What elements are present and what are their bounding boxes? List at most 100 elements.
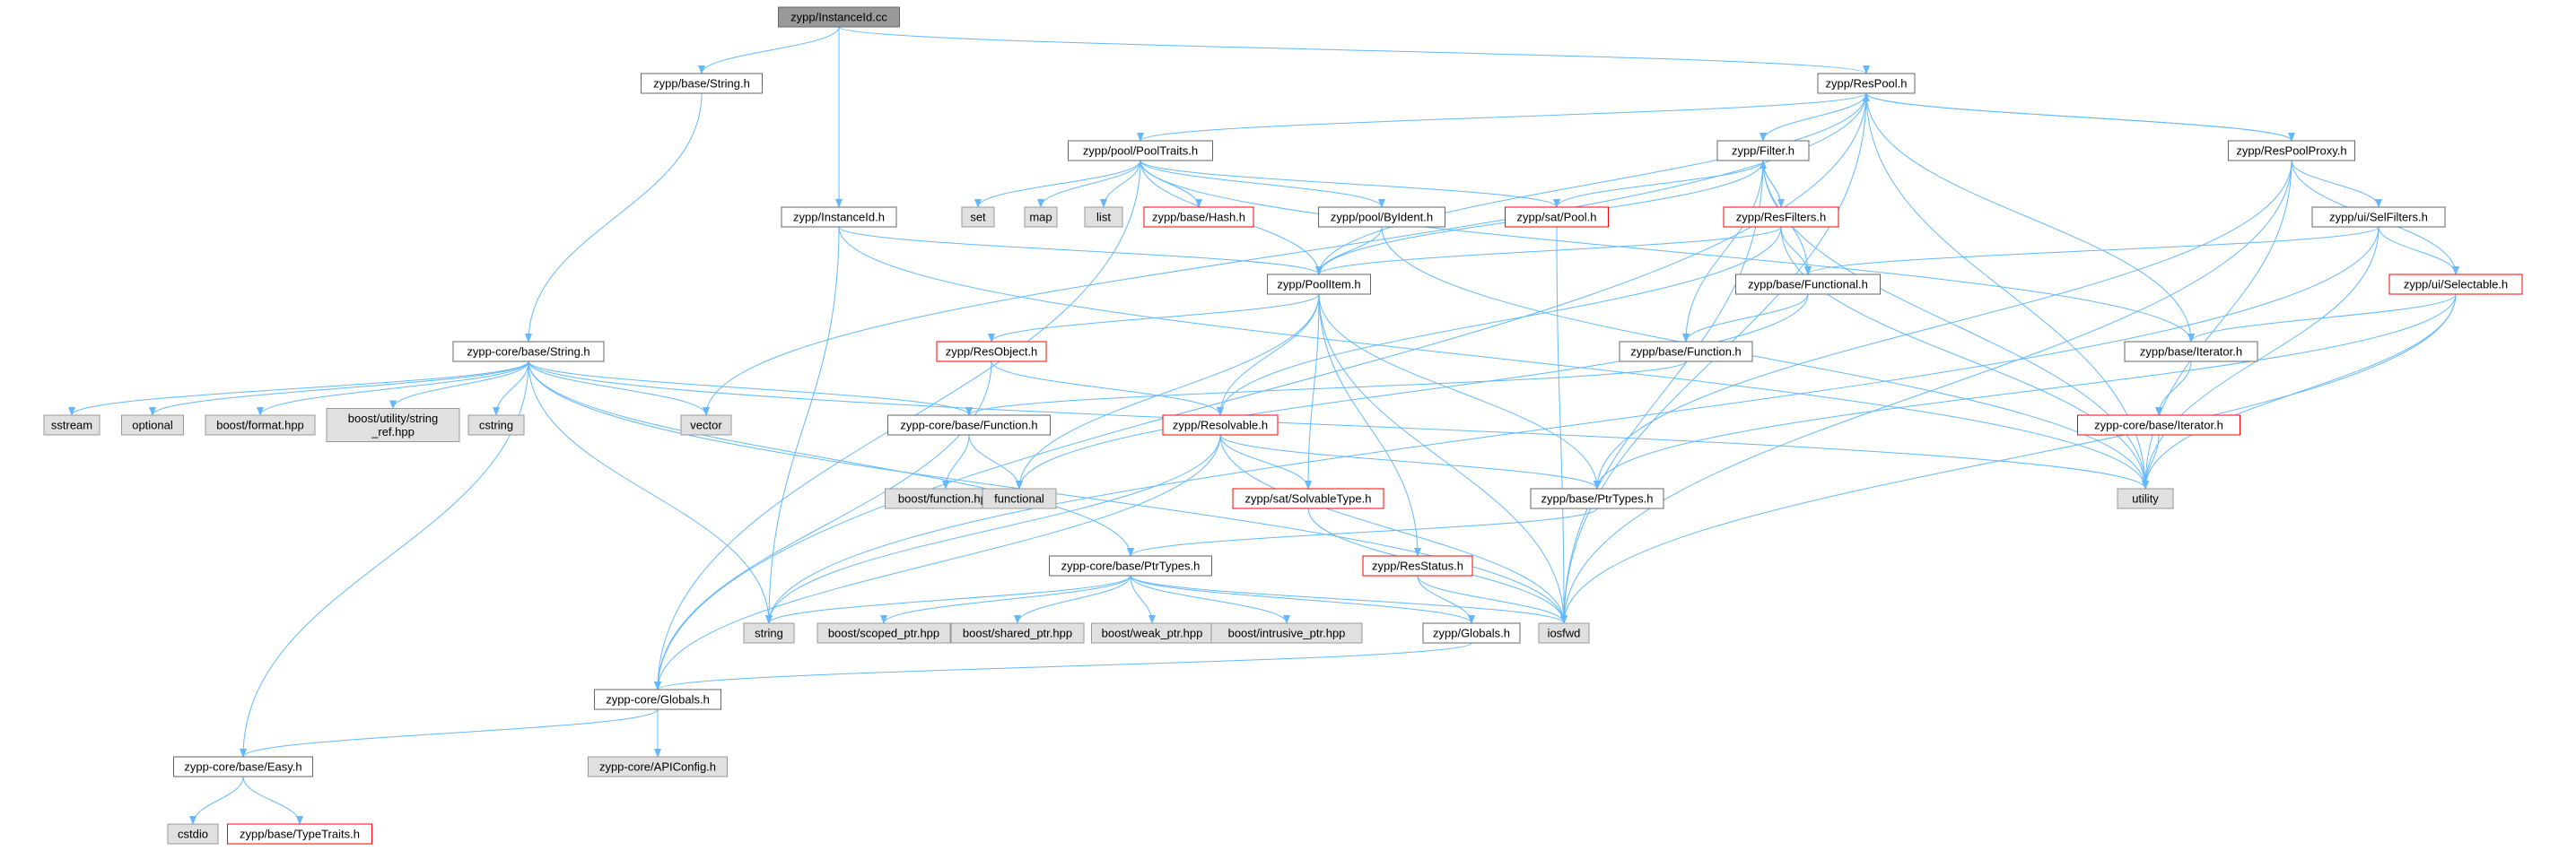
node-base-ptrtypes-h[interactable]: zypp/base/PtrTypes.h	[1530, 488, 1664, 509]
node-box	[1619, 341, 1753, 362]
node-core-iterator-h[interactable]: zypp-core/base/Iterator.h	[2077, 414, 2240, 436]
node-selfilters-h[interactable]: zypp/ui/SelFilters.h	[2311, 206, 2446, 228]
edge-selfilters_h-to-selectable_h	[2378, 226, 2459, 275]
node-resobject-h[interactable]: zypp/ResObject.h	[936, 341, 1047, 362]
node-list: list	[1084, 206, 1123, 228]
node-base-iterator-h[interactable]: zypp/base/Iterator.h	[2124, 341, 2258, 362]
node-box	[173, 756, 313, 777]
node-box	[1162, 414, 1279, 436]
node-base-string-h[interactable]: zypp/base/String.h	[641, 73, 763, 94]
node-box	[1143, 206, 1254, 228]
node-box	[982, 488, 1057, 509]
node-label: zypp/sat/SolvableType.h	[1245, 492, 1372, 506]
node-label: zypp/ui/Selectable.h	[2404, 278, 2508, 291]
edge-pooltraits_h-to-set	[974, 160, 1141, 208]
edge-poolitem_h-to-iosfwd	[1318, 293, 1567, 624]
node-box	[680, 414, 732, 436]
node-set: set	[961, 206, 995, 228]
node-respoolproxy-h[interactable]: zypp/ResPoolProxy.h	[2228, 140, 2355, 161]
node-filter-h[interactable]: zypp/Filter.h	[1716, 140, 1810, 161]
node-label: zypp/pool/ByIdent.h	[1331, 211, 1433, 224]
node-box	[1723, 206, 1839, 228]
node-sat-pool-h[interactable]: zypp/sat/Pool.h	[1505, 206, 1609, 228]
edge-poolitem_h-to-resstatus_h	[1318, 293, 1421, 557]
edge-core_string_h-to-optional	[149, 360, 529, 416]
node-box	[961, 206, 995, 228]
node-label: zypp-core/base/String.h	[467, 345, 589, 359]
node-box	[1422, 622, 1521, 644]
edge-base_function_h-to-core_function_h	[965, 360, 1687, 416]
node-label: zypp-core/base/PtrTypes.h	[1061, 560, 1201, 573]
edge-functional_h-to-base_function_h	[1682, 293, 1809, 343]
edge-poolitem_h-to-resolvable_h	[1217, 293, 1320, 416]
edge-selfilters_h-to-string	[765, 226, 2380, 624]
node-core-ptrtypes-h[interactable]: zypp-core/base/PtrTypes.h	[1049, 555, 1212, 577]
edge-functional_h-to-functional	[1016, 293, 1809, 490]
node-label: boost/shared_ptr.hpp	[963, 627, 1072, 640]
node-label: cstdio	[178, 828, 208, 841]
edge-core_function_h-to-boost_function	[942, 434, 970, 490]
node-globals-h[interactable]: zypp/Globals.h	[1422, 622, 1521, 644]
node-poolbyident-h[interactable]: zypp/pool/ByIdent.h	[1318, 206, 1445, 228]
edge-resolvable_h-to-base_ptrtypes_h	[1219, 434, 1601, 490]
node-boost-weak: boost/weak_ptr.hpp	[1091, 622, 1213, 644]
node-resstatus-h[interactable]: zypp/ResStatus.h	[1362, 555, 1473, 577]
node-box	[936, 341, 1047, 362]
node-label: zypp-core/base/Easy.h	[184, 760, 301, 774]
node-box	[1817, 73, 1916, 94]
node-apiconfig-h: zypp-core/APIConfig.h	[588, 756, 728, 777]
node-label: zypp/base/String.h	[653, 77, 750, 91]
node-easy-h[interactable]: zypp-core/base/Easy.h	[173, 756, 313, 777]
node-label: zypp/ResFilters.h	[1736, 211, 1826, 224]
node-box	[1024, 206, 1058, 228]
node-label: zypp/base/TypeTraits.h	[240, 828, 360, 841]
node-box	[781, 206, 897, 228]
edge-respoolproxy_h-to-iosfwd	[1560, 160, 2292, 624]
node-resolvable-h[interactable]: zypp/Resolvable.h	[1162, 414, 1279, 436]
node-poolitem-h[interactable]: zypp/PoolItem.h	[1267, 274, 1371, 295]
edge-resstatus_h-to-globals_h	[1417, 575, 1475, 624]
node-resfilters-h[interactable]: zypp/ResFilters.h	[1723, 206, 1839, 228]
edge-resolvable_h-to-iosfwd	[1219, 434, 1567, 624]
node-label: zypp/InstanceId.cc	[790, 11, 887, 24]
node-hash-h[interactable]: zypp/base/Hash.h	[1143, 206, 1254, 228]
node-core-function-h[interactable]: zypp-core/base/Function.h	[887, 414, 1051, 436]
node-box	[467, 414, 525, 436]
node-box	[1735, 274, 1881, 295]
node-selectable-h[interactable]: zypp/ui/Selectable.h	[2388, 274, 2523, 295]
edge-filter_h-to-sat_pool_h	[1553, 160, 1764, 208]
edge-core_ptrtypes_h-to-boost_scoped	[880, 575, 1131, 624]
edges-layer	[68, 26, 2459, 825]
edge-core_ptrtypes_h-to-globals_h	[1130, 575, 1475, 624]
node-box	[887, 414, 1051, 436]
edge-core_ptrtypes_h-to-boost_shared	[1014, 575, 1131, 624]
node-typetraits-h[interactable]: zypp/base/TypeTraits.h	[227, 823, 372, 845]
edge-respoolproxy_h-to-base_ptrtypes_h	[1594, 160, 2292, 490]
node-functional-h[interactable]: zypp/base/Functional.h	[1735, 274, 1881, 295]
node-solvabletype-h[interactable]: zypp/sat/SolvableType.h	[1232, 488, 1384, 509]
edge-respool_h-to-pooltraits_h	[1137, 92, 1867, 142]
node-respool-h[interactable]: zypp/ResPool.h	[1817, 73, 1916, 94]
edge-respoolproxy_h-to-respool_h	[1863, 92, 2292, 142]
node-base-function-h[interactable]: zypp/base/Function.h	[1619, 341, 1753, 362]
node-box	[2077, 414, 2240, 436]
edge-poolbyident_h-to-utility	[1381, 226, 2149, 490]
node-core-globals-h[interactable]: zypp-core/Globals.h	[594, 689, 721, 710]
edge-core_string_h-to-string	[528, 360, 773, 624]
node-label: vector	[690, 419, 722, 432]
node-box	[950, 622, 1085, 644]
edge-resfilters_h-to-poolitem_h	[1315, 226, 1782, 275]
node-label: optional	[132, 419, 173, 432]
node-boost-scoped: boost/scoped_ptr.hpp	[816, 622, 951, 644]
node-label: zypp/InstanceId.h	[793, 211, 885, 224]
node-core-string-h[interactable]: zypp-core/base/String.h	[452, 341, 605, 362]
edge-core_ptrtypes_h-to-boost_intrusive	[1130, 575, 1290, 624]
edge-selectable_h-to-base_iterator_h	[2187, 293, 2457, 343]
edge-base_ptrtypes_h-to-core_ptrtypes_h	[1127, 508, 1598, 557]
node-box	[2124, 341, 2258, 362]
node-pooltraits-h[interactable]: zypp/pool/PoolTraits.h	[1068, 140, 1213, 161]
node-instanceid-h[interactable]: zypp/InstanceId.h	[781, 206, 897, 228]
node-box	[1318, 206, 1445, 228]
edge-resfilters_h-to-filter_h	[1760, 160, 1782, 208]
